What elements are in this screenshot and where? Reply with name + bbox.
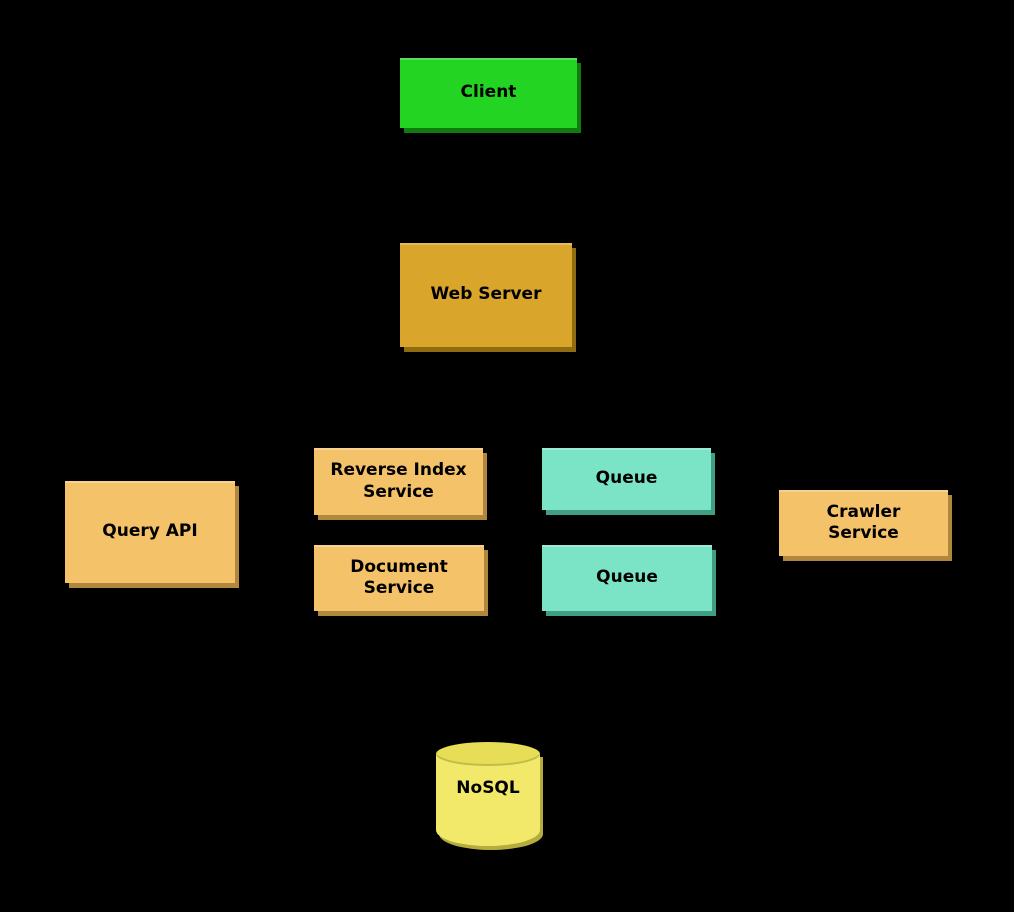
nosql-label: NoSQL (456, 778, 520, 798)
client-node: Client (400, 58, 577, 128)
document-service-node: Document Service (314, 545, 484, 611)
web-server-node: Web Server (400, 243, 572, 347)
queue-node-bottom: Queue (542, 545, 712, 611)
nosql-node: NoSQL (436, 742, 540, 846)
queue-node-top: Queue (542, 448, 711, 510)
database-cylinder-top (436, 742, 540, 766)
reverse-index-service-node: Reverse Index Service (314, 448, 483, 515)
crawler-service-node: Crawler Service (779, 490, 948, 556)
database-cylinder-body (436, 753, 540, 846)
query-api-node: Query API (65, 481, 235, 583)
